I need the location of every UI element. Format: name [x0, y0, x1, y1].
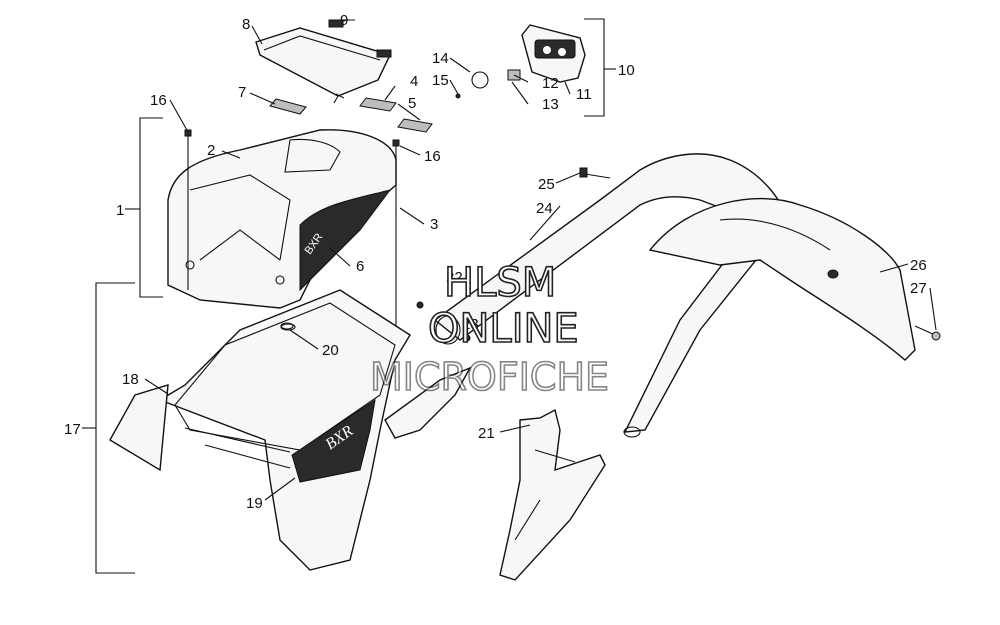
watermark-line-3: MICROFICHE	[370, 355, 609, 399]
callout-14: 14	[432, 50, 449, 67]
callout-16-right: 16	[424, 148, 441, 165]
callout-numbers: 1 2 3 4 5 6 7 8 9 10 11 12 13 14 15 16 1…	[64, 12, 927, 512]
part-14-lens	[471, 71, 489, 89]
callout-9: 9	[340, 12, 348, 29]
part-16-fastener-right	[392, 139, 400, 330]
leader-lines	[144, 19, 937, 501]
callout-15: 15	[432, 72, 449, 89]
callout-12: 12	[542, 75, 559, 92]
callout-13: 13	[542, 96, 559, 113]
watermark-line-1: HLSM	[444, 260, 556, 306]
callout-25: 25	[538, 176, 555, 193]
part-5-decal	[397, 118, 433, 133]
callout-16-left: 16	[150, 92, 167, 109]
callout-17: 17	[64, 421, 81, 438]
callout-8: 8	[242, 16, 250, 33]
bracket-group-17	[82, 282, 135, 574]
callout-27: 27	[910, 280, 927, 297]
callout-24: 24	[536, 200, 553, 217]
part-21-side-panel	[384, 366, 606, 581]
callout-2: 2	[207, 142, 215, 159]
part-8-plate	[255, 27, 391, 104]
callout-26: 26	[910, 257, 927, 274]
callout-22: 22	[446, 269, 463, 286]
callout-23: 23	[462, 316, 479, 333]
part-2-seat-cover	[167, 129, 397, 309]
part-23-nut	[463, 334, 471, 342]
part-22-bolt	[416, 301, 424, 309]
callout-3: 3	[430, 216, 438, 233]
part-17-storage-bin	[109, 289, 411, 571]
callout-19: 19	[246, 495, 263, 512]
watermark: HLSM ONLINE MICROFICHE	[369, 259, 610, 400]
callout-4: 4	[410, 73, 418, 90]
bracket-group-10	[584, 18, 616, 117]
part-26-rear-flap	[648, 197, 916, 361]
callout-11: 11	[576, 86, 592, 103]
part-20-grommet	[280, 323, 296, 331]
callout-7: 7	[238, 84, 246, 101]
bracket-group-1	[125, 117, 163, 298]
part-27-bolt	[914, 325, 941, 341]
callout-5: 5	[408, 95, 416, 112]
callout-20: 20	[322, 342, 339, 359]
part-15-screw	[455, 93, 461, 99]
callout-21: 21	[478, 425, 495, 442]
part-4-decal	[359, 97, 397, 112]
part-25-bolt	[579, 167, 611, 179]
callout-1: 1	[116, 202, 124, 219]
part-11-taillight	[521, 24, 586, 83]
callout-6: 6	[356, 258, 364, 275]
callout-18: 18	[122, 371, 139, 388]
watermark-line-2: ONLINE	[428, 306, 579, 352]
part-16-fastener-left	[184, 129, 192, 290]
part-7-decal	[269, 98, 307, 115]
callout-10: 10	[618, 62, 635, 79]
